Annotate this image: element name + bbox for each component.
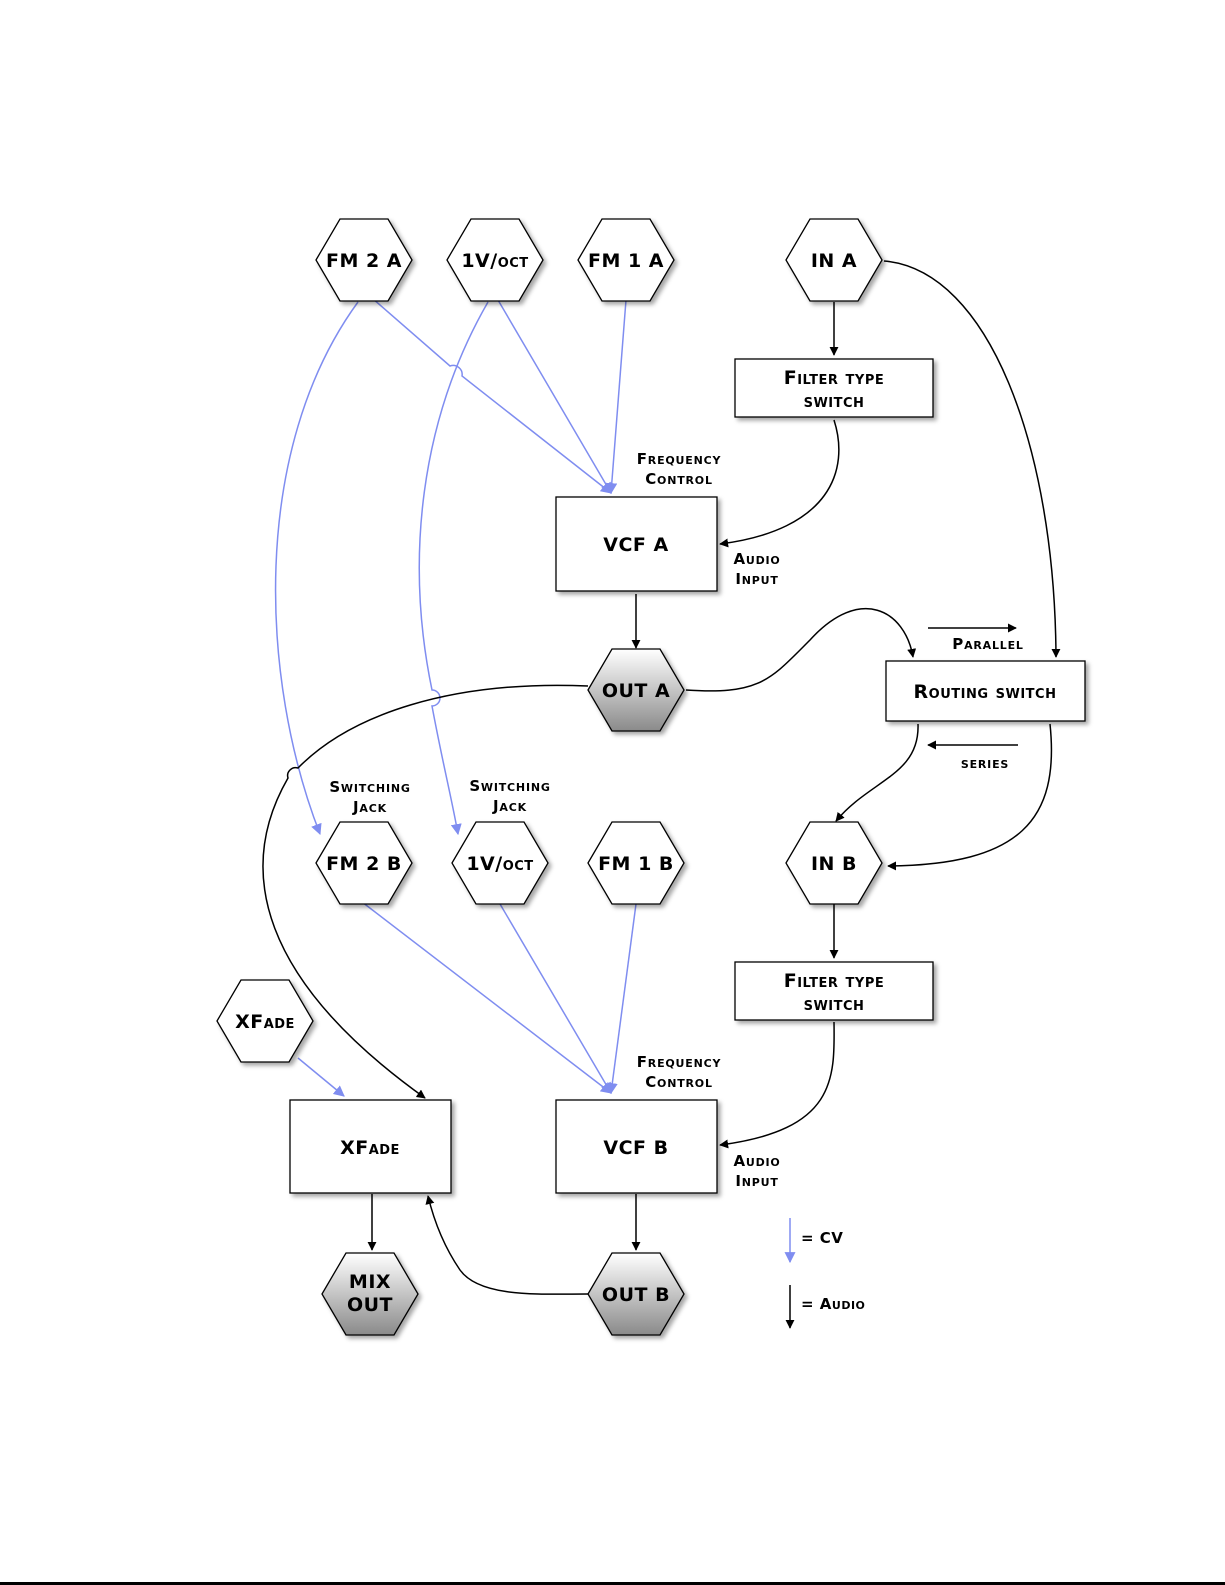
legend-cv-label: = CV — [801, 1229, 843, 1247]
block-filter-type-b-label-2: switch — [804, 993, 865, 1015]
block-vcf-b: VCF B — [556, 1100, 717, 1193]
block-filter-type-b-label-1: Filter type — [784, 970, 885, 992]
block-vcf-b-label: VCF B — [603, 1137, 668, 1159]
cv-line-fm2b-to-vcfb — [362, 902, 611, 1093]
audio-line-outb-to-xfade — [428, 1196, 588, 1294]
annot-freq-control-a-2: Control — [645, 470, 713, 488]
jack-mix-out-label-2: OUT — [347, 1294, 393, 1316]
jack-xfade-cv-label: XFade — [235, 1011, 295, 1033]
jack-in-a: IN A — [786, 219, 882, 301]
block-filter-type-switch-a: Filter type switch — [735, 359, 933, 417]
cv-line-voct-a-to-vcfa — [498, 300, 611, 493]
cv-line-fm2a-to-fm2b — [276, 302, 358, 834]
annot-freq-control-a-1: Frequency — [637, 450, 722, 468]
audio-line-ina-to-routing — [884, 261, 1056, 657]
annot-series: series — [961, 754, 1009, 772]
annot-audio-input-b-2: Input — [735, 1172, 778, 1190]
cv-line-fm1b-to-vcfb — [611, 904, 636, 1093]
jack-fm2a: FM 2 A — [316, 219, 412, 301]
jack-fm2b-label: FM 2 B — [326, 853, 402, 875]
legend-audio-label: = Audio — [801, 1295, 865, 1313]
jack-voct-a-label: 1V/oct — [461, 250, 528, 272]
jack-voct-b: 1V/oct — [452, 822, 548, 904]
jack-voct-a: 1V/oct — [447, 219, 543, 301]
cv-line-fm2a-to-vcfa — [372, 298, 611, 493]
block-vcf-a: VCF A — [556, 497, 717, 591]
annot-switching-jack-1-2: Jack — [352, 798, 387, 816]
block-xfade-label: XFade — [340, 1137, 400, 1159]
annot-freq-control-b-1: Frequency — [637, 1053, 722, 1071]
jack-fm1b: FM 1 B — [588, 822, 684, 904]
jack-in-a-label: IN A — [811, 250, 857, 272]
annot-audio-input-b-1: Audio — [733, 1152, 780, 1170]
legend: = CV = Audio — [790, 1218, 865, 1328]
jack-fm1a: FM 1 A — [578, 219, 674, 301]
block-vcf-a-label: VCF A — [603, 534, 668, 556]
jack-voct-b-label: 1V/oct — [466, 853, 533, 875]
block-xfade: XFade — [290, 1100, 451, 1193]
audio-line-routing-to-inb-series — [836, 724, 918, 821]
block-filter-type-a-label-2: switch — [804, 390, 865, 412]
block-filter-type-switch-b: Filter type switch — [735, 962, 933, 1020]
jack-out-b-label: OUT B — [602, 1284, 670, 1306]
cv-line-fm1a-to-vcfa — [611, 300, 626, 493]
cv-connections — [276, 298, 636, 1096]
annot-parallel: Parallel — [952, 635, 1023, 653]
jack-mix-out: MIX OUT — [322, 1253, 418, 1335]
cv-line-voct-b-to-vcfb — [500, 904, 611, 1093]
jack-out-a: OUT A — [588, 649, 684, 731]
jack-fm2b: FM 2 B — [316, 822, 412, 904]
annot-audio-input-a-2: Input — [735, 570, 778, 588]
annot-switching-jack-2-1: Switching — [469, 777, 550, 795]
block-routing-switch-label: Routing switch — [914, 681, 1057, 703]
jack-fm2a-label: FM 2 A — [326, 250, 402, 272]
jack-xfade-cv: XFade — [217, 980, 313, 1062]
jack-fm1b-label: FM 1 B — [598, 853, 674, 875]
audio-line-filter-b-to-vcfb — [720, 1022, 834, 1145]
audio-line-outa-to-xfade — [263, 685, 588, 1098]
jack-in-b-label: IN B — [811, 853, 857, 875]
annot-switching-jack-1-1: Switching — [329, 778, 410, 796]
jack-in-b: IN B — [786, 822, 882, 904]
cv-line-xfade-cv-to-xfade — [298, 1058, 344, 1096]
jack-out-a-label: OUT A — [602, 680, 670, 702]
jack-mix-out-label-1: MIX — [349, 1271, 391, 1293]
cv-line-voct-a-to-voct-b — [419, 302, 488, 834]
block-filter-type-a-label-1: Filter type — [784, 367, 885, 389]
jack-out-b: OUT B — [588, 1253, 684, 1335]
annot-switching-jack-2-2: Jack — [492, 797, 527, 815]
audio-line-filter-a-to-vcfa — [720, 420, 839, 544]
annot-freq-control-b-2: Control — [645, 1073, 713, 1091]
annot-audio-input-a-1: Audio — [733, 550, 780, 568]
audio-line-outa-to-routing — [686, 609, 913, 691]
block-routing-switch: Routing switch — [886, 661, 1085, 721]
jack-fm1a-label: FM 1 A — [588, 250, 664, 272]
